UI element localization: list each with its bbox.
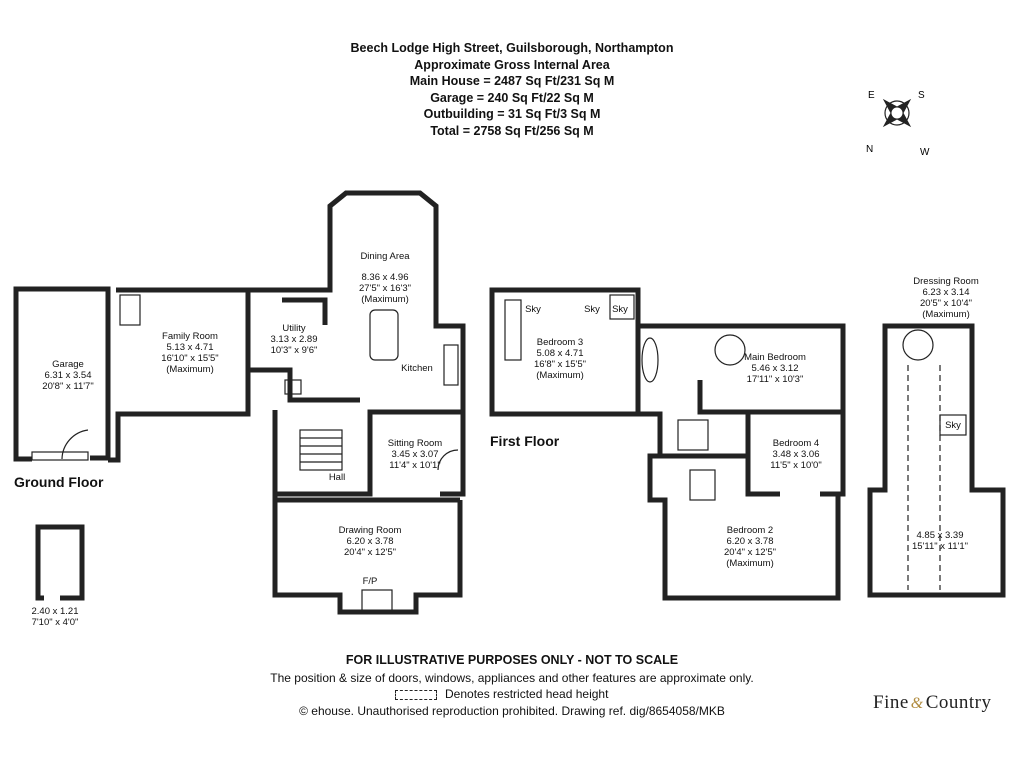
svg-text:Bedroom 3: Bedroom 3 — [537, 337, 583, 348]
compass-e: E — [868, 90, 875, 101]
compass-w: W — [920, 147, 930, 158]
svg-text:(Maximum): (Maximum) — [361, 294, 409, 305]
svg-text:5.13 x 4.71: 5.13 x 4.71 — [166, 342, 213, 353]
svg-text:16'10" x 15'5": 16'10" x 15'5" — [161, 353, 218, 364]
room-utility: Utility 3.13 x 2.89 10'3" x 9'6" — [270, 323, 317, 356]
room-drawing: Drawing Room 6.20 x 3.78 20'4" x 12'5" — [339, 525, 402, 558]
svg-text:6.20 x 3.78: 6.20 x 3.78 — [346, 536, 393, 547]
room-bedroom4: Bedroom 4 3.48 x 3.06 11'5" x 10'0" — [770, 438, 821, 471]
second-floor-details — [902, 329, 967, 590]
svg-text:(Maximum): (Maximum) — [726, 558, 774, 569]
svg-text:Utility: Utility — [282, 323, 305, 334]
plan-header: Beech Lodge High Street, Guilsborough, N… — [0, 40, 1024, 139]
first-floor-details — [504, 294, 746, 501]
first-floor-walls — [489, 287, 846, 601]
svg-text:27'5" x 16'3": 27'5" x 16'3" — [359, 283, 411, 294]
svg-text:6.31 x 3.54: 6.31 x 3.54 — [44, 370, 91, 381]
room-outbuilding: 2.40 x 1.21 7'10" x 4'0" — [31, 606, 78, 628]
room-dining: Dining Area 8.36 x 4.96 27'5" x 16'3" (M… — [359, 251, 411, 305]
sky-labels: Sky Sky Sky Sky — [525, 304, 961, 431]
svg-text:Sky: Sky — [945, 420, 961, 431]
garage-area: Garage = 240 Sq Ft/22 Sq M — [430, 90, 594, 105]
room-main-bedroom: Main Bedroom 5.46 x 3.12 17'11" x 10'3" — [744, 352, 806, 385]
svg-text:20'5" x 10'4": 20'5" x 10'4" — [920, 298, 972, 309]
svg-text:Dressing Room: Dressing Room — [913, 276, 979, 287]
svg-text:Bedroom 2: Bedroom 2 — [727, 525, 773, 536]
svg-text:20'4" x 12'5": 20'4" x 12'5" — [724, 547, 776, 558]
disclaimer: FOR ILLUSTRATIVE PURPOSES ONLY - NOT TO … — [345, 653, 679, 667]
svg-text:3.13 x 2.89: 3.13 x 2.89 — [270, 334, 317, 345]
first-floor-label: First Floor — [490, 433, 560, 449]
fireplace-label: F/P — [363, 576, 378, 587]
svg-text:11'4" x 10'1": 11'4" x 10'1" — [389, 460, 440, 471]
room-family: Family Room 5.13 x 4.71 16'10" x 15'5" (… — [161, 331, 218, 375]
svg-text:Main Bedroom: Main Bedroom — [744, 352, 806, 363]
room-garage: Garage 6.31 x 3.54 20'8" x 11'7" — [42, 359, 93, 392]
outbuilding-walls — [35, 524, 85, 601]
svg-text:Drawing Room: Drawing Room — [339, 525, 402, 536]
room-dressing: Dressing Room 6.23 x 3.14 20'5" x 10'4" … — [913, 276, 979, 320]
compass-s: S — [918, 90, 925, 101]
room-sitting: Sitting Room 3.45 x 3.07 11'4" x 10'1" — [388, 438, 442, 471]
room-kitchen: Kitchen — [401, 363, 433, 374]
legend: Denotes restricted head height — [395, 687, 608, 701]
svg-text:11'5" x 10'0": 11'5" x 10'0" — [770, 460, 821, 471]
svg-text:2.40 x 1.21: 2.40 x 1.21 — [31, 606, 78, 617]
outbuilding-area: Outbuilding = 31 Sq Ft/3 Sq M — [423, 107, 601, 121]
svg-text:6.20 x 3.78: 6.20 x 3.78 — [726, 536, 773, 547]
ground-floor-details — [31, 294, 459, 613]
svg-text:Sky: Sky — [612, 304, 628, 315]
svg-text:(Maximum): (Maximum) — [922, 309, 970, 320]
svg-text:Sky: Sky — [584, 304, 600, 315]
svg-text:15'11" x 11'1": 15'11" x 11'1" — [912, 541, 968, 552]
ground-floor-label: Ground Floor — [14, 474, 104, 490]
compass-icon: E S N W — [866, 90, 930, 158]
svg-text:10'3" x 9'6": 10'3" x 9'6" — [271, 345, 318, 356]
area-title: Approximate Gross Internal Area — [414, 57, 610, 72]
svg-text:Family Room: Family Room — [162, 331, 218, 342]
svg-text:(Maximum): (Maximum) — [536, 370, 584, 381]
svg-text:16'8" x 15'5": 16'8" x 15'5" — [534, 359, 586, 370]
svg-text:17'11" x 10'3": 17'11" x 10'3" — [747, 374, 804, 385]
svg-text:(Maximum): (Maximum) — [166, 364, 214, 375]
restricted-height-legend-icon — [395, 689, 437, 700]
property-address: Beech Lodge High Street, Guilsborough, N… — [350, 41, 674, 55]
svg-text:3.45 x 3.07: 3.45 x 3.07 — [391, 449, 438, 460]
svg-text:5.46 x 3.12: 5.46 x 3.12 — [751, 363, 798, 374]
svg-text:Bedroom 4: Bedroom 4 — [773, 438, 819, 449]
compass-n: N — [866, 144, 873, 155]
svg-text:4.85 x 3.39: 4.85 x 3.39 — [916, 530, 963, 541]
svg-text:6.23 x 3.14: 6.23 x 3.14 — [922, 287, 969, 298]
room-hall: Hall — [329, 472, 345, 483]
main-house-area: Main House = 2487 Sq Ft/231 Sq M — [409, 74, 615, 88]
position-note: The position & size of doors, windows, a… — [270, 671, 754, 685]
svg-text:Garage: Garage — [52, 359, 84, 370]
svg-text:8.36 x 4.96: 8.36 x 4.96 — [361, 272, 408, 283]
second-floor-walls — [867, 323, 1006, 598]
room-bedroom2: Bedroom 2 6.20 x 3.78 20'4" x 12'5" (Max… — [724, 525, 776, 569]
svg-text:3.48 x 3.06: 3.48 x 3.06 — [772, 449, 819, 460]
total-area: Total = 2758 Sq Ft/256 Sq M — [430, 123, 594, 138]
svg-text:Sky: Sky — [525, 304, 541, 315]
svg-text:Dining Area: Dining Area — [360, 251, 410, 262]
svg-text:7'10" x 4'0": 7'10" x 4'0" — [32, 617, 79, 628]
fine-country-logo: Fine&Country — [873, 692, 992, 713]
svg-text:5.08 x 4.71: 5.08 x 4.71 — [536, 348, 583, 359]
svg-text:20'8" x 11'7": 20'8" x 11'7" — [42, 381, 93, 392]
room-second-floor: 4.85 x 3.39 15'11" x 11'1" — [912, 530, 968, 552]
legend-text: Denotes restricted head height — [445, 687, 609, 701]
copyright: © ehouse. Unauthorised reproduction proh… — [299, 704, 725, 718]
svg-text:20'4" x 12'5": 20'4" x 12'5" — [344, 547, 396, 558]
room-bedroom3: Bedroom 3 5.08 x 4.71 16'8" x 15'5" (Max… — [534, 337, 586, 381]
svg-text:Sitting Room: Sitting Room — [388, 438, 442, 449]
